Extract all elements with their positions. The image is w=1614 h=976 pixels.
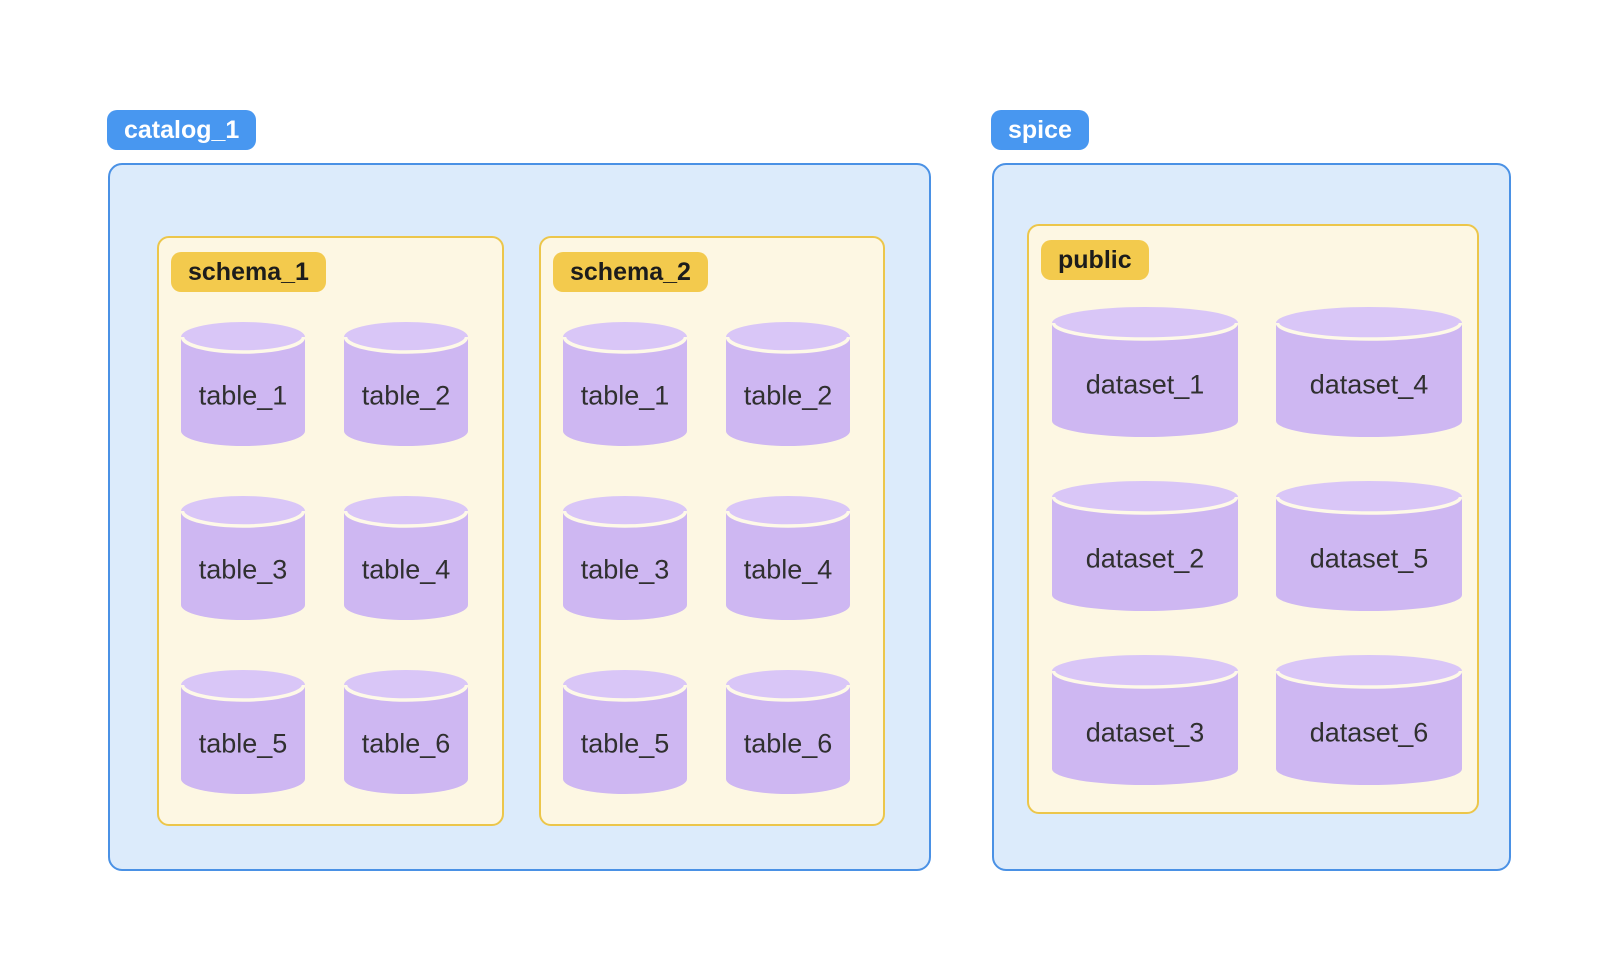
schema-1-tables-grid: table_1 table_2 table_3 table_4 table_5 table…: [181, 322, 468, 794]
cylinder-label: table_4: [361, 554, 451, 585]
cylinder-table_1: table_1: [563, 322, 687, 446]
cylinder-label: table_4: [743, 554, 833, 585]
database-cylinder-icon: [563, 322, 687, 446]
cylinder-table_6: table_6: [344, 670, 468, 794]
database-cylinder-icon: [1052, 655, 1238, 785]
database-cylinder-icon: [726, 496, 850, 620]
database-cylinder-icon: [344, 670, 468, 794]
spice-badge: spice: [991, 110, 1089, 150]
database-cylinder-icon: [181, 670, 305, 794]
cylinder-label: table_1: [198, 380, 288, 411]
cylinder-label: dataset_2: [1085, 543, 1205, 574]
database-cylinder-icon: [1276, 655, 1462, 785]
cylinder-table_4: table_4: [726, 496, 850, 620]
database-cylinder-icon: [344, 496, 468, 620]
database-cylinder-icon: [563, 496, 687, 620]
cylinder-dataset_3: dataset_3: [1052, 655, 1238, 785]
cylinder-dataset_1: dataset_1: [1052, 307, 1238, 437]
cylinder-table_6: table_6: [726, 670, 850, 794]
database-cylinder-icon: [726, 322, 850, 446]
database-cylinder-icon: [181, 322, 305, 446]
cylinder-table_2: table_2: [726, 322, 850, 446]
cylinder-label: dataset_5: [1309, 543, 1429, 574]
public-badge: public: [1041, 240, 1149, 280]
cylinder-table_4: table_4: [344, 496, 468, 620]
cylinder-label: table_2: [361, 380, 451, 411]
database-cylinder-icon: [1276, 307, 1462, 437]
cylinder-dataset_4: dataset_4: [1276, 307, 1462, 437]
cylinder-label: table_5: [580, 728, 670, 759]
database-cylinder-icon: [1052, 307, 1238, 437]
cylinder-table_3: table_3: [181, 496, 305, 620]
cylinder-label: table_1: [580, 380, 670, 411]
cylinder-table_5: table_5: [181, 670, 305, 794]
cylinder-label: table_3: [580, 554, 670, 585]
cylinder-label: dataset_3: [1085, 717, 1205, 748]
catalog-badge: catalog_1: [107, 110, 257, 150]
cylinder-dataset_2: dataset_2: [1052, 481, 1238, 611]
database-cylinder-icon: [1276, 481, 1462, 611]
schema-2-tables-grid: table_1 table_2 table_3 table_4 table_5 table…: [563, 322, 850, 794]
cylinder-dataset_5: dataset_5: [1276, 481, 1462, 611]
cylinder-table_1: table_1: [181, 322, 305, 446]
cylinder-table_2: table_2: [344, 322, 468, 446]
cylinder-label: dataset_6: [1309, 717, 1429, 748]
cylinder-label: table_5: [198, 728, 288, 759]
cylinder-label: table_2: [743, 380, 833, 411]
cylinder-label: table_3: [198, 554, 288, 585]
database-cylinder-icon: [563, 670, 687, 794]
cylinder-label: table_6: [361, 728, 451, 759]
cylinder-label: table_6: [743, 728, 833, 759]
cylinder-table_5: table_5: [563, 670, 687, 794]
cylinder-label: dataset_4: [1309, 369, 1429, 400]
database-cylinder-icon: [726, 670, 850, 794]
database-cylinder-icon: [344, 322, 468, 446]
cylinder-label: dataset_1: [1085, 369, 1205, 400]
database-cylinder-icon: [181, 496, 305, 620]
cylinder-dataset_6: dataset_6: [1276, 655, 1462, 785]
schema-2-badge: schema_2: [553, 252, 708, 292]
database-cylinder-icon: [1052, 481, 1238, 611]
schema-1-badge: schema_1: [171, 252, 326, 292]
cylinder-table_3: table_3: [563, 496, 687, 620]
